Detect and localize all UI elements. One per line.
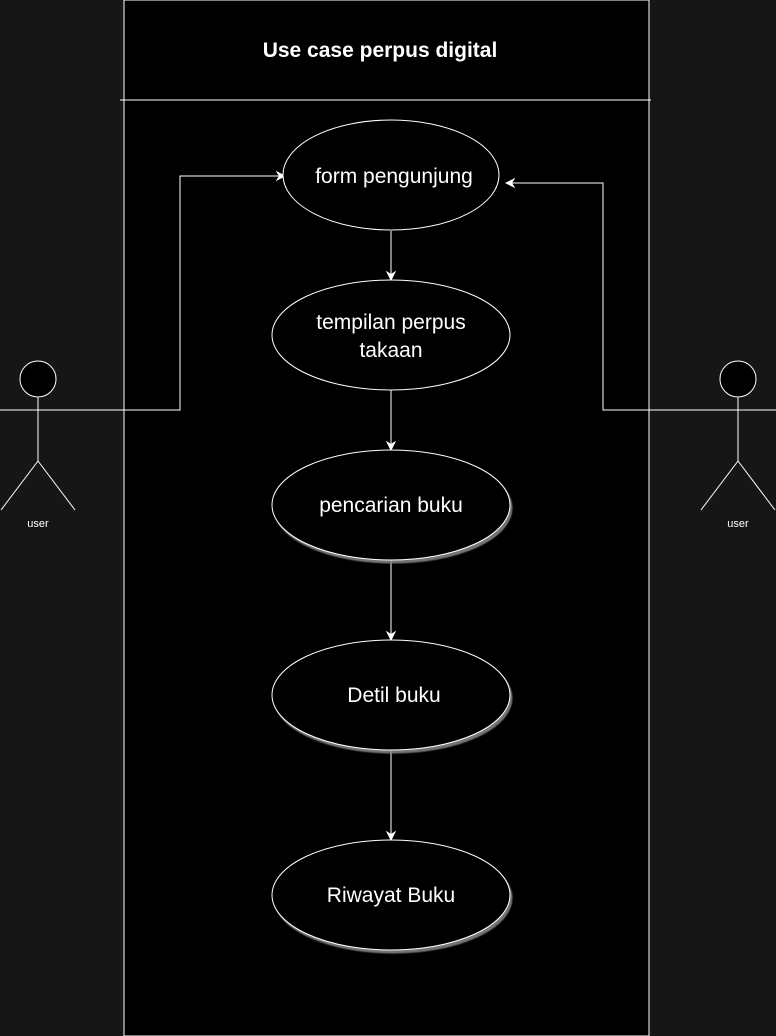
system-title: Use case perpus digital bbox=[263, 39, 498, 62]
use-case-tampilan-perpustakaan[interactable]: tempilan perpus takaan bbox=[271, 279, 511, 391]
actor-user-left[interactable]: user bbox=[0, 360, 76, 530]
connector-right-actor-to-form[interactable] bbox=[506, 183, 776, 411]
use-case-pencarian-buku[interactable]: pencarian buku bbox=[271, 449, 511, 561]
use-case-label: Riwayat Buku bbox=[327, 884, 455, 907]
use-case-label: pencarian buku bbox=[319, 494, 463, 517]
use-case-label: form pengunjung bbox=[315, 165, 473, 188]
actor-label: user bbox=[27, 518, 49, 530]
use-case-label-line-2: takaan bbox=[359, 339, 422, 362]
actor-head bbox=[719, 360, 757, 398]
connector-left-actor-to-form[interactable] bbox=[0, 176, 285, 411]
actor-head bbox=[19, 360, 57, 398]
actor-label: user bbox=[727, 518, 749, 530]
actor-user-right[interactable]: user bbox=[700, 360, 776, 530]
use-case-label: Detil buku bbox=[347, 684, 440, 707]
use-case-riwayat-buku[interactable]: Riwayat Buku bbox=[271, 839, 511, 951]
connectors bbox=[0, 176, 776, 840]
use-case-detil-buku[interactable]: Detil buku bbox=[271, 639, 511, 751]
use-case-label-line-1: tempilan perpus bbox=[316, 311, 465, 334]
use-case-form-pengunjung[interactable]: form pengunjung bbox=[282, 119, 500, 231]
